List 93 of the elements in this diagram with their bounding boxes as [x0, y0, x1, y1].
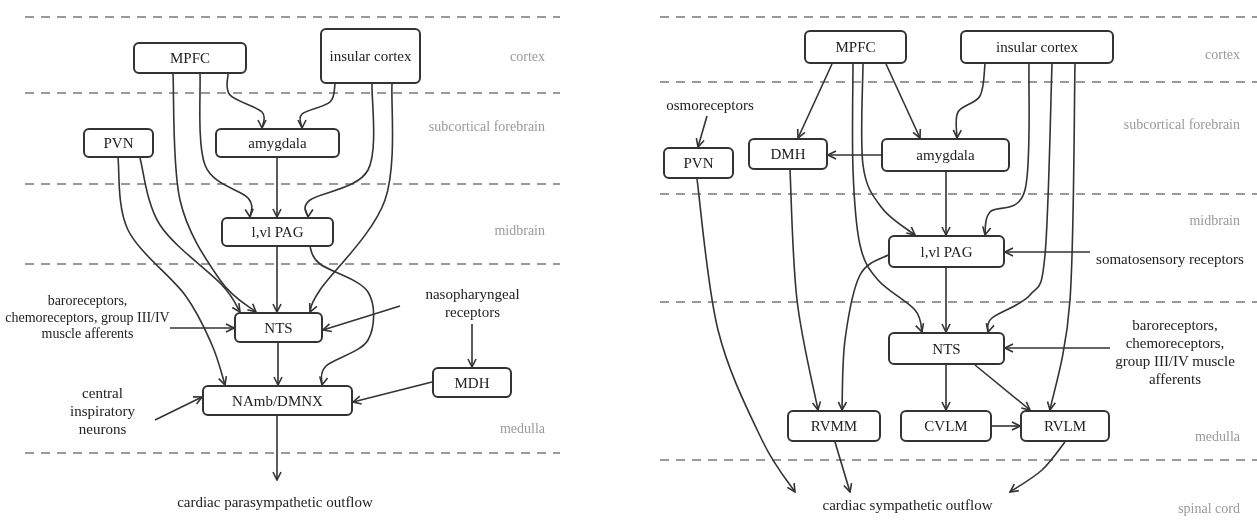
- arrow: [169, 323, 235, 333]
- region-label: l,vl PAG: [920, 242, 973, 261]
- arrow: [172, 73, 257, 313]
- region-box: [320, 28, 421, 84]
- region-box: [804, 30, 907, 64]
- arrow: [272, 415, 282, 481]
- zone-label: subcortical forebrain: [427, 118, 545, 136]
- arrow: [272, 246, 282, 313]
- region-label: PVN: [103, 134, 134, 152]
- region-label: MPFC: [835, 38, 876, 56]
- region-box: [221, 217, 334, 247]
- region-label: NTS: [932, 339, 961, 358]
- region-label: PVN: [683, 154, 714, 172]
- region-label: NAmb/DMNX: [232, 391, 323, 410]
- region-box: [881, 138, 1010, 172]
- region-label: NTS: [264, 318, 293, 337]
- region-box: [787, 410, 881, 442]
- zone-label: subcortical forebrain: [1122, 116, 1240, 134]
- region-label: amygdala: [248, 134, 307, 152]
- arrow: [941, 171, 951, 236]
- region-box: [888, 235, 1005, 268]
- arrow: [226, 73, 268, 129]
- input-label: somatosensory receptors: [1096, 250, 1244, 268]
- arrow: [273, 342, 283, 386]
- arrow: [309, 246, 375, 386]
- input-label: baroreceptors, chemoreceptors, group III/IV muscle afferents: [1114, 316, 1236, 388]
- arrow: [941, 364, 951, 411]
- zone-label: midbrain: [1188, 212, 1240, 230]
- arrow: [1004, 343, 1111, 353]
- arrow: [1009, 441, 1066, 493]
- region-label: MPFC: [170, 49, 210, 67]
- arrow: [984, 63, 1053, 333]
- arrow: [352, 381, 433, 405]
- zone-label: cortex: [509, 48, 545, 66]
- arrow: [302, 83, 375, 218]
- arrow: [885, 63, 922, 139]
- region-label: CVLM: [924, 417, 968, 435]
- arrow: [834, 441, 853, 493]
- region-label: RVLM: [1043, 417, 1087, 435]
- arrow: [851, 63, 925, 333]
- arrow: [827, 150, 882, 160]
- input-label: cardiac parasympathetic outflow: [177, 493, 373, 511]
- arrow: [322, 305, 401, 333]
- arrow: [991, 421, 1021, 431]
- region-box: [133, 42, 247, 74]
- zone-label: midbrain: [493, 222, 545, 240]
- region-label: amygdala: [916, 146, 975, 164]
- arrow: [796, 63, 833, 139]
- arrow: [308, 83, 394, 313]
- arrow: [860, 63, 916, 236]
- region-box: [83, 128, 154, 158]
- arrow: [117, 157, 228, 386]
- arrow: [296, 83, 336, 129]
- arrow: [272, 157, 282, 218]
- arrow: [199, 73, 256, 218]
- input-label: baroreceptors, chemoreceptors, group III/IV muscle afferents: [5, 292, 170, 344]
- arrow: [837, 254, 889, 411]
- zone-label: medulla: [1193, 428, 1240, 446]
- region-box: [1020, 410, 1110, 442]
- region-box: [663, 147, 734, 179]
- input-label: cardiac sympathetic outflow: [822, 496, 993, 514]
- arrow: [139, 157, 241, 313]
- region-label: MDH: [454, 373, 490, 392]
- input-label: osmoreceptors: [666, 96, 754, 114]
- input-label: central inspiratory neurons: [69, 384, 136, 438]
- region-box: [960, 30, 1114, 64]
- arrow: [974, 364, 1031, 411]
- zone-label: spinal cord: [1177, 500, 1240, 518]
- region-box: [900, 410, 992, 442]
- region-label: l,vl PAG: [251, 223, 304, 241]
- region-label: RVMM: [810, 417, 858, 435]
- arrow: [467, 323, 477, 368]
- arrow: [154, 396, 203, 421]
- zone-label: cortex: [1204, 46, 1240, 64]
- region-box: [234, 312, 323, 343]
- arrow: [789, 169, 822, 411]
- zone-label: medulla: [498, 420, 545, 438]
- region-box: [888, 332, 1005, 365]
- arrow: [941, 267, 951, 333]
- region-box: [432, 367, 512, 398]
- arrow: [1004, 247, 1091, 257]
- region-label: insular cortex: [995, 38, 1079, 56]
- arrow: [696, 178, 796, 493]
- region-box: [202, 385, 353, 416]
- region-label: insular cortex: [329, 47, 412, 65]
- arrow: [695, 115, 708, 148]
- arrow: [981, 63, 1030, 236]
- arrow: [1046, 63, 1076, 411]
- region-box: [215, 128, 340, 158]
- region-label: DMH: [770, 145, 806, 163]
- arrow: [952, 63, 986, 139]
- input-label: nasopharyngeal receptors: [424, 285, 521, 321]
- region-box: [748, 138, 828, 170]
